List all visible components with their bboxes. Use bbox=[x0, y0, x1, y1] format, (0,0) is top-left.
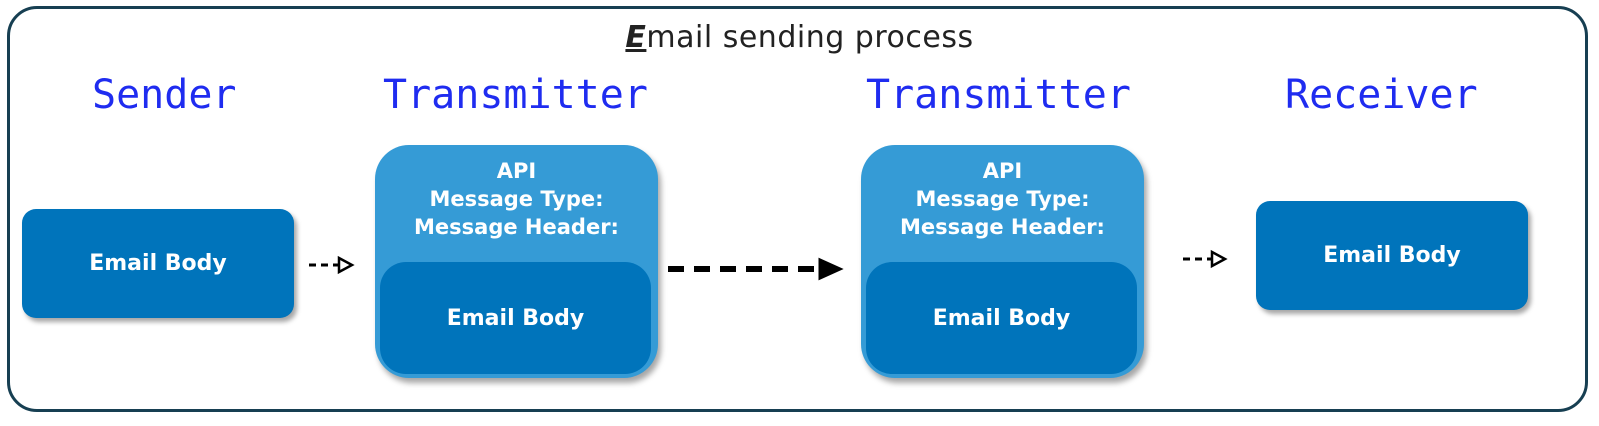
column-title-transmitter-2: Transmitter bbox=[866, 72, 1131, 118]
title-rest: mail sending process bbox=[646, 20, 974, 55]
diagram-title: Email sending process bbox=[0, 20, 1599, 55]
transmitter-2-api-label: API bbox=[982, 159, 1023, 183]
transmitter-1-email-body-box: Email Body bbox=[380, 262, 651, 374]
transmitter-2-email-body-label: Email Body bbox=[932, 305, 1071, 331]
transmitter-2-message-header-label: Message Header: bbox=[900, 215, 1105, 239]
transmitter-2-box: API Message Type: Message Header: Email … bbox=[861, 145, 1144, 378]
sender-email-body-box: Email Body bbox=[22, 209, 294, 318]
receiver-email-body-label: Email Body bbox=[1323, 243, 1461, 268]
arrow-transmitter-to-transmitter bbox=[668, 257, 844, 281]
transmitter-1-api-label: API bbox=[496, 159, 537, 183]
column-title-sender: Sender bbox=[92, 72, 237, 118]
column-title-receiver: Receiver bbox=[1285, 72, 1478, 118]
transmitter-1-box: API Message Type: Message Header: Email … bbox=[375, 145, 658, 378]
transmitter-1-message-header-label: Message Header: bbox=[414, 215, 619, 239]
sender-email-body-label: Email Body bbox=[89, 251, 227, 276]
transmitter-1-email-body-label: Email Body bbox=[446, 305, 585, 331]
title-first-letter: E bbox=[625, 20, 647, 55]
transmitter-2-email-body-box: Email Body bbox=[866, 262, 1137, 374]
arrow-transmitter-to-receiver bbox=[1183, 249, 1228, 269]
transmitter-1-header: API Message Type: Message Header: bbox=[375, 157, 658, 241]
transmitter-1-message-type-label: Message Type: bbox=[429, 187, 604, 211]
transmitter-2-message-type-label: Message Type: bbox=[915, 187, 1090, 211]
arrow-sender-to-transmitter bbox=[309, 255, 355, 275]
column-title-transmitter-1: Transmitter bbox=[383, 72, 648, 118]
receiver-email-body-box: Email Body bbox=[1256, 201, 1528, 310]
transmitter-2-header: API Message Type: Message Header: bbox=[861, 157, 1144, 241]
